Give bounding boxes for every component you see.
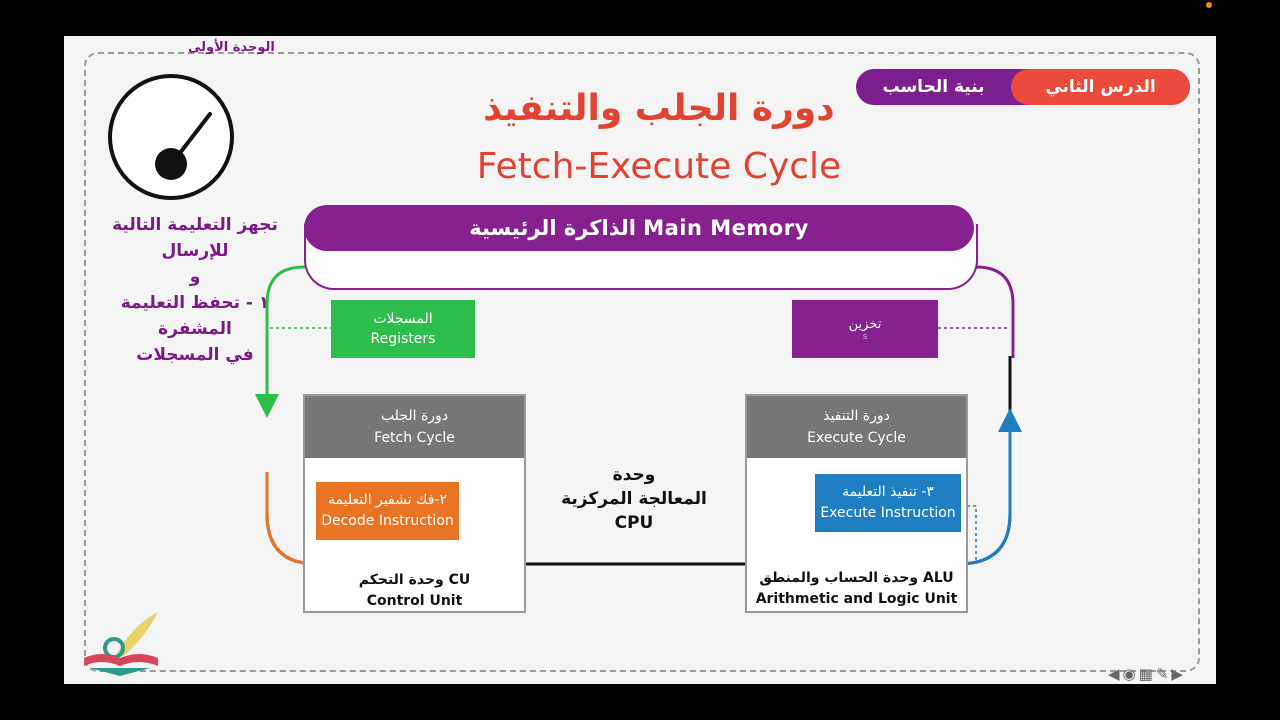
control-unit-ar: وحدة التحكم CU [358, 572, 471, 588]
slide: الوحدة الأولى بنية الحاسب الدرس الثاني د… [64, 36, 1216, 684]
side-note: تجهز التعليمة التالية للإرسال و ١ - تحفظ… [90, 212, 300, 368]
arrow-right-icon[interactable]: ▶ [1171, 665, 1183, 683]
unit-label: الوحدة الأولى [188, 40, 275, 55]
fetch-cycle-header: دورة الجلب Fetch Cycle [305, 396, 524, 458]
execute-cycle-en: Execute Cycle [807, 430, 906, 446]
decode-en: Decode Instruction [321, 513, 454, 529]
store-en: s [862, 331, 868, 342]
decode-ar: ٢-فك تشفير التعليمة [328, 492, 447, 508]
lens-icon[interactable]: ◉ [1122, 665, 1136, 683]
recording-dot [1206, 2, 1212, 8]
registers-box: المسجلات Registers [331, 300, 475, 358]
blue-arrow [957, 408, 1022, 566]
execute-ar: ٣- تنفيذ التعليمة [842, 484, 934, 500]
alu-ar: وحدة الحساب والمنطق ALU [759, 570, 954, 586]
fetch-cycle-en: Fetch Cycle [374, 430, 455, 446]
registers-ar: المسجلات [373, 311, 433, 327]
fetch-cycle-ar: دورة الجلب [380, 408, 449, 424]
side-note-line: ١ - تحفظ التعليمة [120, 293, 270, 313]
grid-icon[interactable]: ▦ [1138, 665, 1153, 683]
slide-navigation: ◀ ◉ ▦ ✎ ▶ [1108, 664, 1216, 684]
flow-lines [255, 255, 1022, 576]
execute-cycle-header: دورة التنفيذ Execute Cycle [747, 396, 966, 458]
lesson-number: الدرس الثاني [1011, 69, 1190, 105]
timer-icon [108, 74, 234, 200]
lesson-topic: بنية الحاسب [882, 77, 985, 97]
alu-label: وحدة الحساب والمنطق ALU Arithmetic and L… [747, 568, 966, 610]
green-arrow [255, 265, 351, 418]
side-note-line: المشفرة [158, 319, 232, 339]
cpu-label: وحدة المعالجة المركزية CPU [534, 463, 734, 535]
execute-cycle-ar: دورة التنفيذ [823, 408, 890, 424]
school-logo [76, 606, 166, 678]
title-english: Fetch-Execute Cycle [476, 146, 842, 187]
control-unit-en: Control Unit [366, 593, 463, 609]
execute-instruction-box: ٣- تنفيذ التعليمة Execute Instruction [815, 474, 961, 532]
store-ar: تخزين [848, 316, 882, 332]
dashed-frame [84, 52, 1200, 672]
store-box: تخزين s [792, 300, 938, 358]
lesson-pill: بنية الحاسب الدرس الثاني [856, 69, 1190, 105]
arrow-left-icon[interactable]: ◀ [1108, 665, 1120, 683]
control-unit-label: وحدة التحكم CU Control Unit [305, 570, 524, 612]
registers-en: Registers [370, 331, 436, 347]
side-note-line: للإرسال [161, 241, 229, 261]
cpu-line2: المعالجة المركزية [561, 489, 707, 509]
purple-arrow [852, 255, 1015, 358]
side-note-line: و [189, 267, 201, 287]
decode-instruction-box: ٢-فك تشفير التعليمة Decode Instruction [316, 482, 459, 540]
execute-en: Execute Instruction [820, 505, 956, 521]
main-memory-bar: الذاكرة الرئيسية Main Memory [304, 205, 974, 251]
pen-icon[interactable]: ✎ [1155, 665, 1169, 683]
side-note-line: في المسجلات [136, 345, 254, 365]
side-note-line: تجهز التعليمة التالية [112, 215, 278, 235]
cpu-line3: CPU [614, 513, 654, 533]
dotted-connector [961, 505, 977, 564]
title-arabic: دورة الجلب والتنفيذ [483, 88, 835, 129]
cpu-line1: وحدة [612, 465, 656, 485]
alu-en: Arithmetic and Logic Unit [755, 591, 958, 607]
